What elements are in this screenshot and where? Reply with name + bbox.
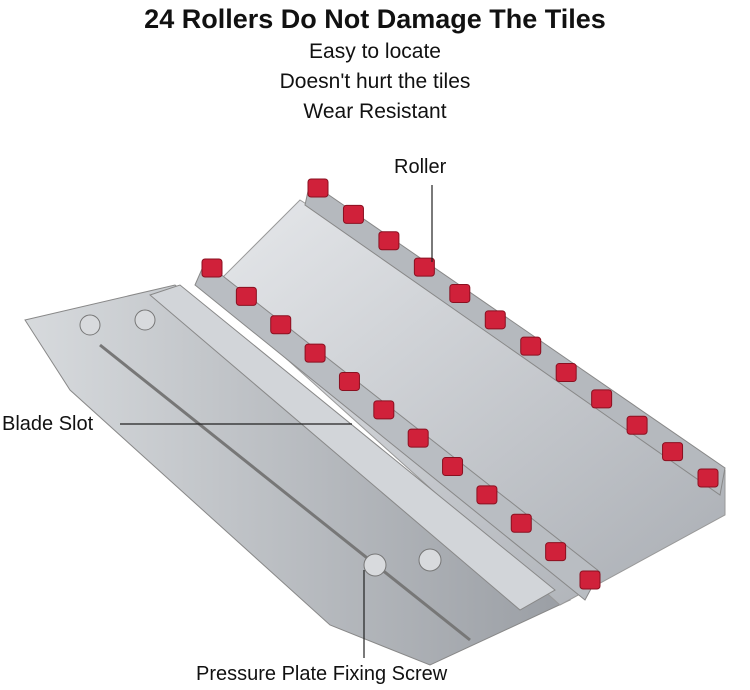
roller bbox=[338, 371, 360, 391]
roller bbox=[449, 283, 471, 303]
roller bbox=[373, 400, 395, 420]
roller bbox=[270, 315, 292, 335]
roller bbox=[591, 389, 613, 409]
roller bbox=[662, 442, 684, 462]
roller-label: Roller bbox=[394, 156, 447, 178]
back-rail bbox=[304, 181, 726, 496]
rollers bbox=[201, 178, 719, 590]
headline: 24 Rollers Do Not Damage The Tiles bbox=[144, 4, 606, 34]
front-rail bbox=[194, 261, 601, 601]
roller bbox=[520, 336, 542, 356]
roller bbox=[413, 257, 435, 277]
roller bbox=[378, 231, 400, 251]
roller bbox=[545, 542, 567, 562]
feature-1: Easy to locate bbox=[309, 40, 441, 63]
roller bbox=[476, 485, 498, 505]
feature-3: Wear Resistant bbox=[303, 100, 447, 123]
roller bbox=[484, 310, 506, 330]
roller bbox=[697, 468, 719, 488]
feature-2: Doesn't hurt the tiles bbox=[279, 70, 471, 93]
roller bbox=[342, 204, 364, 224]
wing-nut-icon bbox=[79, 309, 442, 577]
screw-label: Pressure Plate Fixing Screw bbox=[196, 663, 448, 685]
roller bbox=[304, 343, 326, 363]
blade-slot bbox=[99, 343, 471, 642]
blade-slot-label: Blade Slot bbox=[2, 413, 94, 435]
roller bbox=[407, 428, 429, 448]
roller bbox=[579, 570, 601, 590]
roller bbox=[442, 457, 464, 477]
roller bbox=[201, 258, 223, 278]
roller bbox=[307, 178, 329, 198]
roller bbox=[626, 415, 648, 435]
roller bbox=[510, 513, 532, 533]
roller bbox=[235, 286, 257, 306]
pressure-bar bbox=[149, 284, 556, 611]
roller bbox=[555, 363, 577, 383]
